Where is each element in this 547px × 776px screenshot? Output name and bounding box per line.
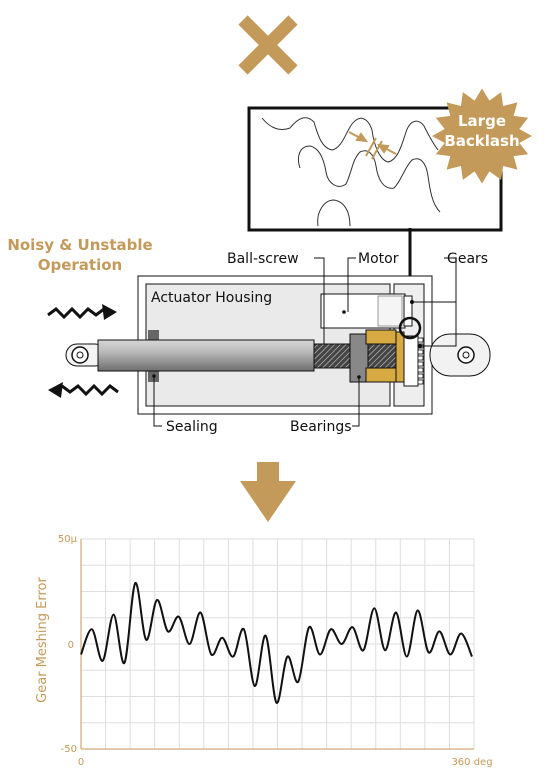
y-tick-bottom: -50 — [61, 744, 77, 755]
ball-screw-label: Ball-screw — [227, 251, 299, 267]
x-tick-end: 360 deg — [451, 757, 492, 768]
zigzag-arrow-right-icon — [47, 304, 117, 320]
gear-tooth — [417, 373, 424, 379]
cross-icon — [238, 15, 298, 75]
leader-lines — [153, 257, 457, 427]
actuator-housing-label: Actuator Housing — [151, 290, 272, 306]
x-tick-start: 0 — [78, 757, 84, 768]
chart-grid — [81, 538, 475, 749]
down-arrow-icon — [240, 462, 296, 522]
gear-tooth-outline-lower — [297, 145, 441, 227]
gear-meshing-error-chart: 50μ 0 -50 0 360 deg Gear Meshing Error — [35, 534, 493, 768]
bearings-label: Bearings — [290, 419, 352, 435]
noisy-label-line-2: Operation — [38, 256, 122, 274]
y-axis-label: Gear Meshing Error — [35, 577, 50, 703]
badge-line-2: Backlash — [444, 132, 519, 150]
y-tick-top: 50μ — [58, 534, 78, 545]
gear-tooth — [417, 337, 424, 343]
y-tick-zero: 0 — [68, 640, 74, 651]
gear-tooth — [417, 379, 424, 385]
piston-rod — [65, 339, 315, 372]
zigzag-arrow-left-icon — [48, 382, 119, 398]
gear-tooth — [417, 361, 424, 367]
large-backlash-badge: Large Backlash — [432, 88, 532, 184]
series-line — [80, 582, 473, 704]
mounting-eye-right — [429, 333, 491, 377]
gear-tooth — [417, 349, 424, 355]
badge-line-1: Large — [458, 112, 506, 130]
motor-label: Motor — [358, 251, 399, 267]
sealing-label: Sealing — [166, 419, 218, 435]
noisy-label-line-1: Noisy & Unstable — [7, 236, 152, 254]
gear-mesh-highlight — [398, 316, 422, 340]
gear-tooth — [417, 367, 424, 373]
motor — [320, 293, 406, 329]
gear-tooth — [417, 355, 424, 361]
gears-label: Gears — [447, 251, 488, 267]
gear-tooth-outline-upper — [261, 117, 439, 163]
backlash-arrows-icon — [348, 131, 397, 160]
